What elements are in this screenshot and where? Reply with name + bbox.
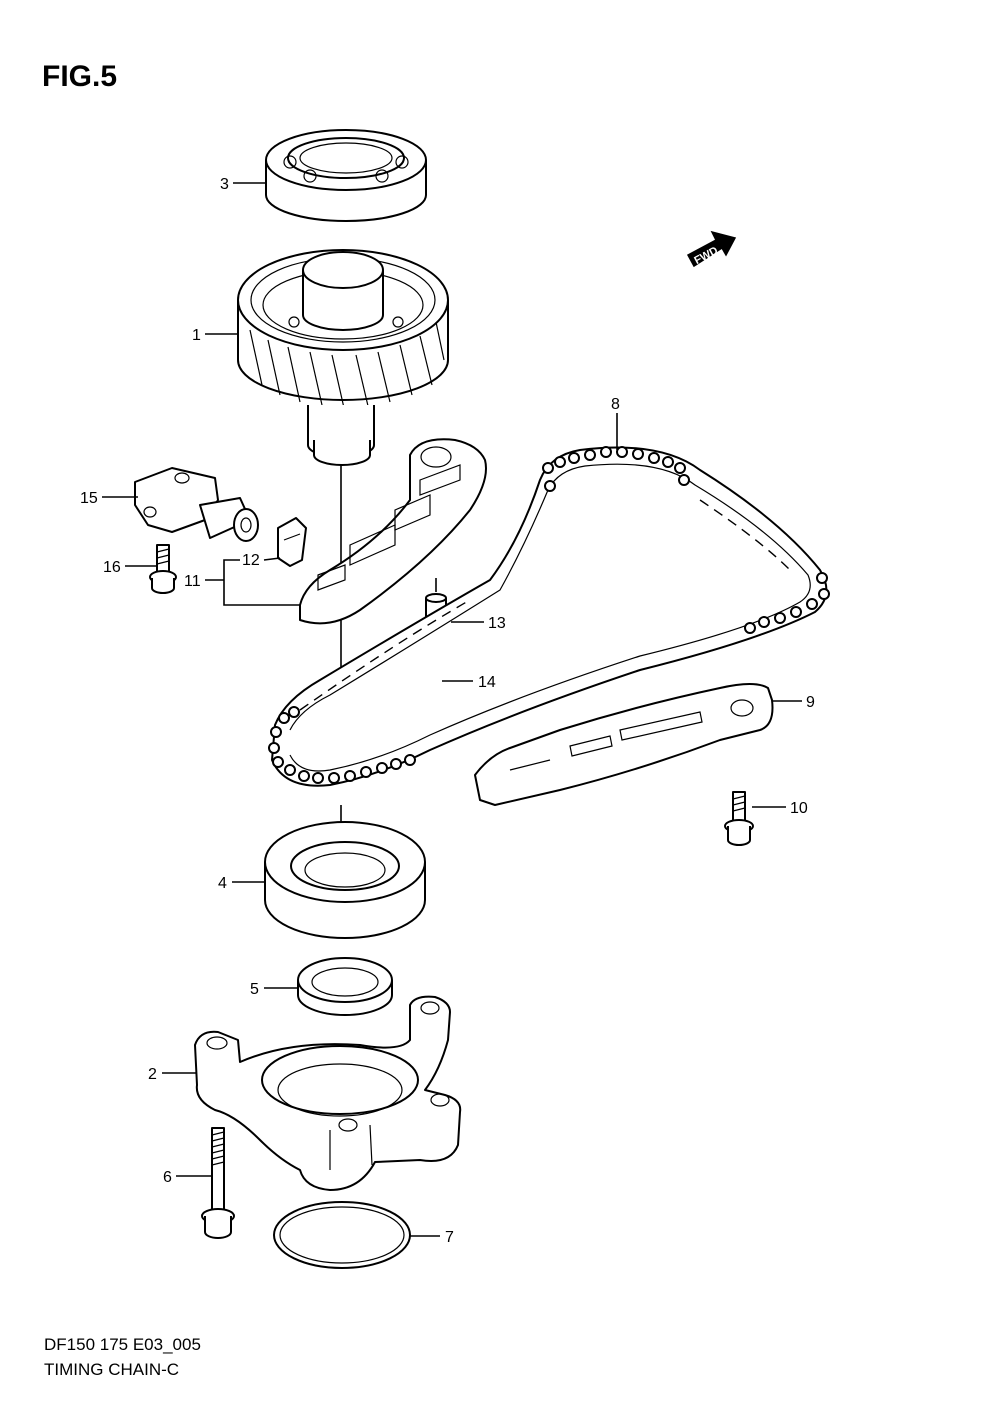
callout-4: 4 [218, 875, 227, 892]
part-7-o-ring[interactable] [273, 1201, 411, 1269]
callout-7: 7 [445, 1229, 454, 1246]
callout-10: 10 [790, 800, 808, 817]
fwd-label: FWD [692, 245, 720, 267]
part-1-gear[interactable] [237, 249, 449, 466]
callout-13: 13 [488, 615, 506, 632]
callout-12: 12 [242, 552, 260, 569]
callout-14: 14 [478, 674, 496, 691]
callout-9: 9 [806, 694, 815, 711]
figure-title-overlay: FIG.5 [42, 60, 118, 93]
callout-15: 15 [80, 490, 98, 507]
part-2-housing[interactable] [194, 995, 462, 1191]
callout-1: 1 [192, 327, 201, 344]
part-5-oil-seal[interactable] [297, 957, 393, 1016]
part-12-clip[interactable] [277, 517, 307, 567]
callout-8: 8 [611, 396, 620, 413]
part-10-bolt[interactable] [724, 791, 754, 846]
chain-links-top [542, 446, 690, 492]
callout-16: 16 [103, 559, 121, 576]
callout-leaders [102, 182, 802, 1237]
part-6-bolt[interactable] [201, 1127, 235, 1239]
part-4-bearing[interactable] [264, 821, 426, 939]
figure-name: TIMING CHAIN-C [44, 1360, 180, 1379]
callout-2: 2 [148, 1066, 157, 1083]
callout-11: 11 [184, 573, 201, 590]
chain-links-right [744, 572, 830, 634]
figure-code: DF150 175 E03_005 [44, 1335, 201, 1354]
part-11-tensioner-arm[interactable] [299, 438, 487, 625]
part-8-timing-chain[interactable] [268, 446, 830, 787]
callout-5: 5 [250, 981, 259, 998]
part-16-bolt[interactable] [149, 544, 177, 594]
callout-6: 6 [163, 1169, 172, 1186]
part-9-chain-guide[interactable] [474, 683, 774, 806]
callout-3: 3 [220, 176, 229, 193]
chain-links-left [268, 706, 416, 784]
part-3-bearing[interactable] [265, 129, 427, 222]
part-15-tensioner[interactable] [134, 467, 259, 542]
fwd-arrow-icon: FWD [686, 230, 737, 268]
